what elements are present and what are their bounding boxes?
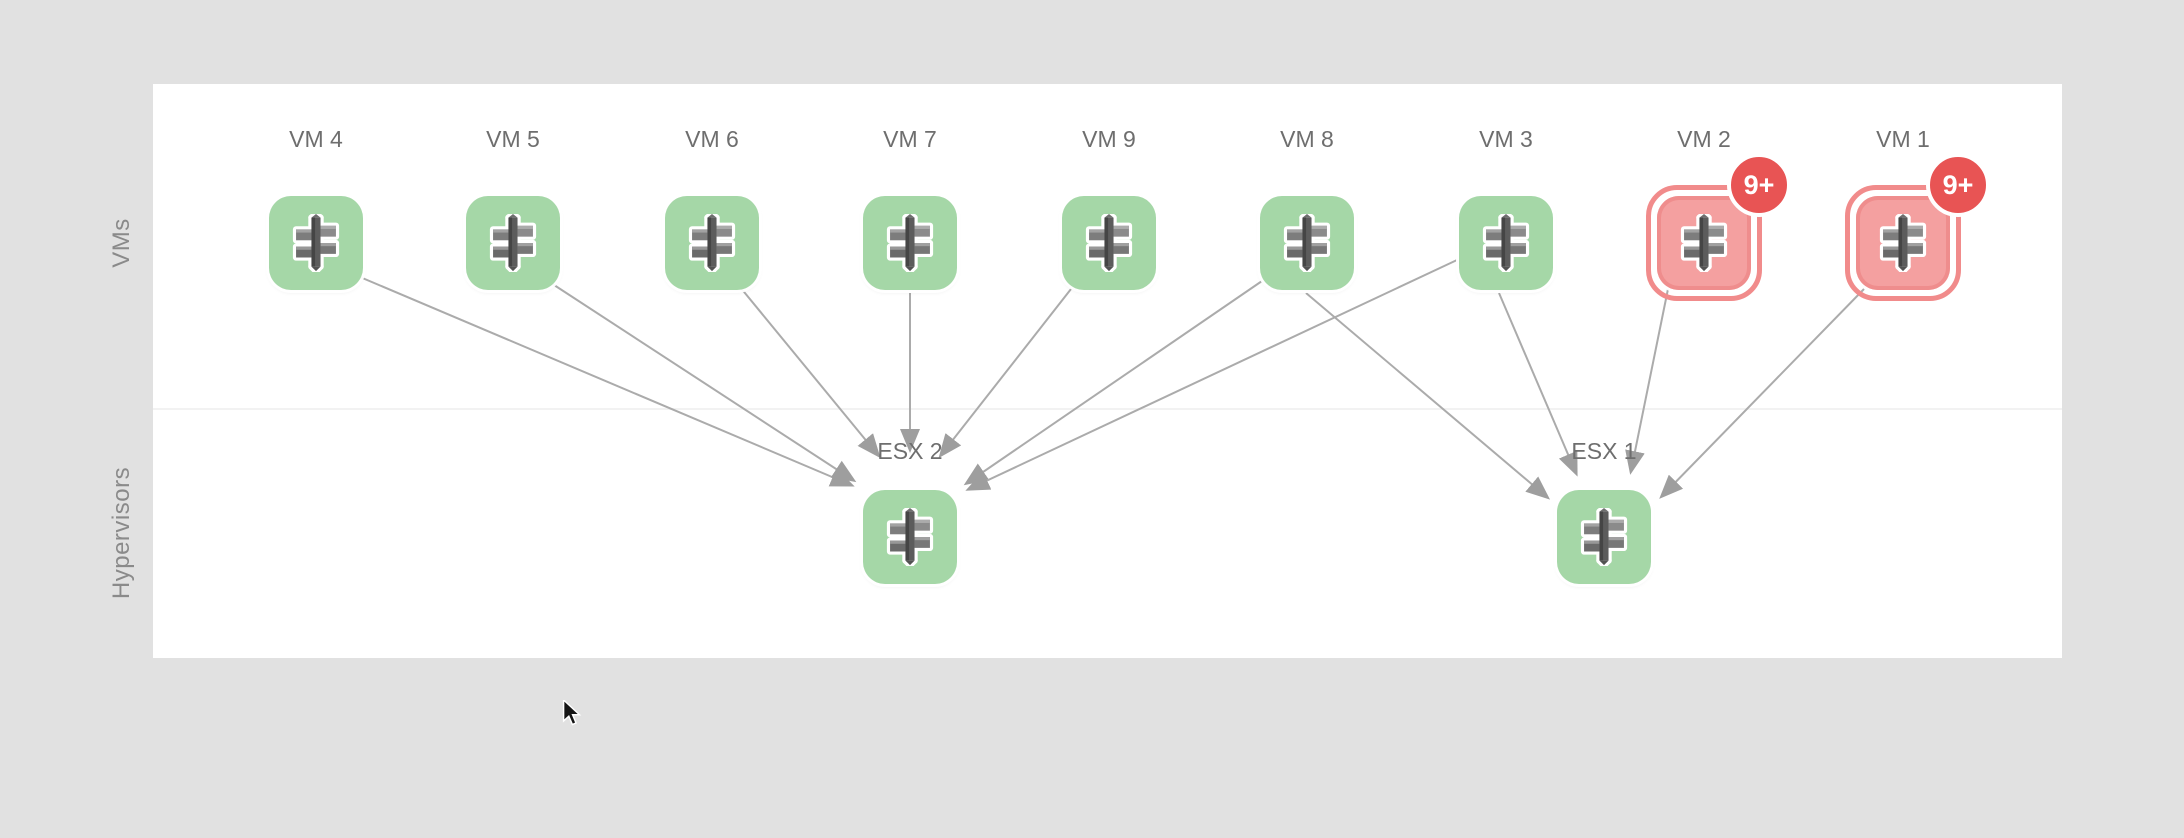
node-vm7[interactable] — [863, 196, 957, 290]
node-vm8[interactable] — [1260, 196, 1354, 290]
mouse-cursor — [562, 700, 582, 726]
node-esx1[interactable] — [1557, 490, 1651, 584]
row-divider — [153, 408, 2062, 410]
node-vm3[interactable] — [1459, 196, 1553, 290]
node-vm9[interactable] — [1062, 196, 1156, 290]
node-esx2[interactable] — [863, 490, 957, 584]
node-vm4[interactable] — [269, 196, 363, 290]
server-node-icon — [489, 214, 537, 272]
server-node-icon — [1283, 214, 1331, 272]
server-node-icon — [1879, 214, 1927, 272]
server-node-icon — [886, 508, 934, 566]
node-vm5[interactable] — [466, 196, 560, 290]
server-node-icon — [688, 214, 736, 272]
server-node-icon — [886, 214, 934, 272]
node-vm1[interactable]: 9+ — [1845, 153, 1990, 301]
alert-badge: 9+ — [1926, 153, 1990, 217]
server-node-icon — [1580, 508, 1628, 566]
alert-badge: 9+ — [1727, 153, 1791, 217]
server-node-icon — [1482, 214, 1530, 272]
server-node-icon — [1085, 214, 1133, 272]
server-node-icon — [1680, 214, 1728, 272]
row-label-hypervisors: Hypervisors — [108, 466, 135, 600]
node-vm2[interactable]: 9+ — [1646, 153, 1791, 301]
node-vm6[interactable] — [665, 196, 759, 290]
row-label-vms: VMs — [108, 218, 135, 268]
server-node-icon — [292, 214, 340, 272]
